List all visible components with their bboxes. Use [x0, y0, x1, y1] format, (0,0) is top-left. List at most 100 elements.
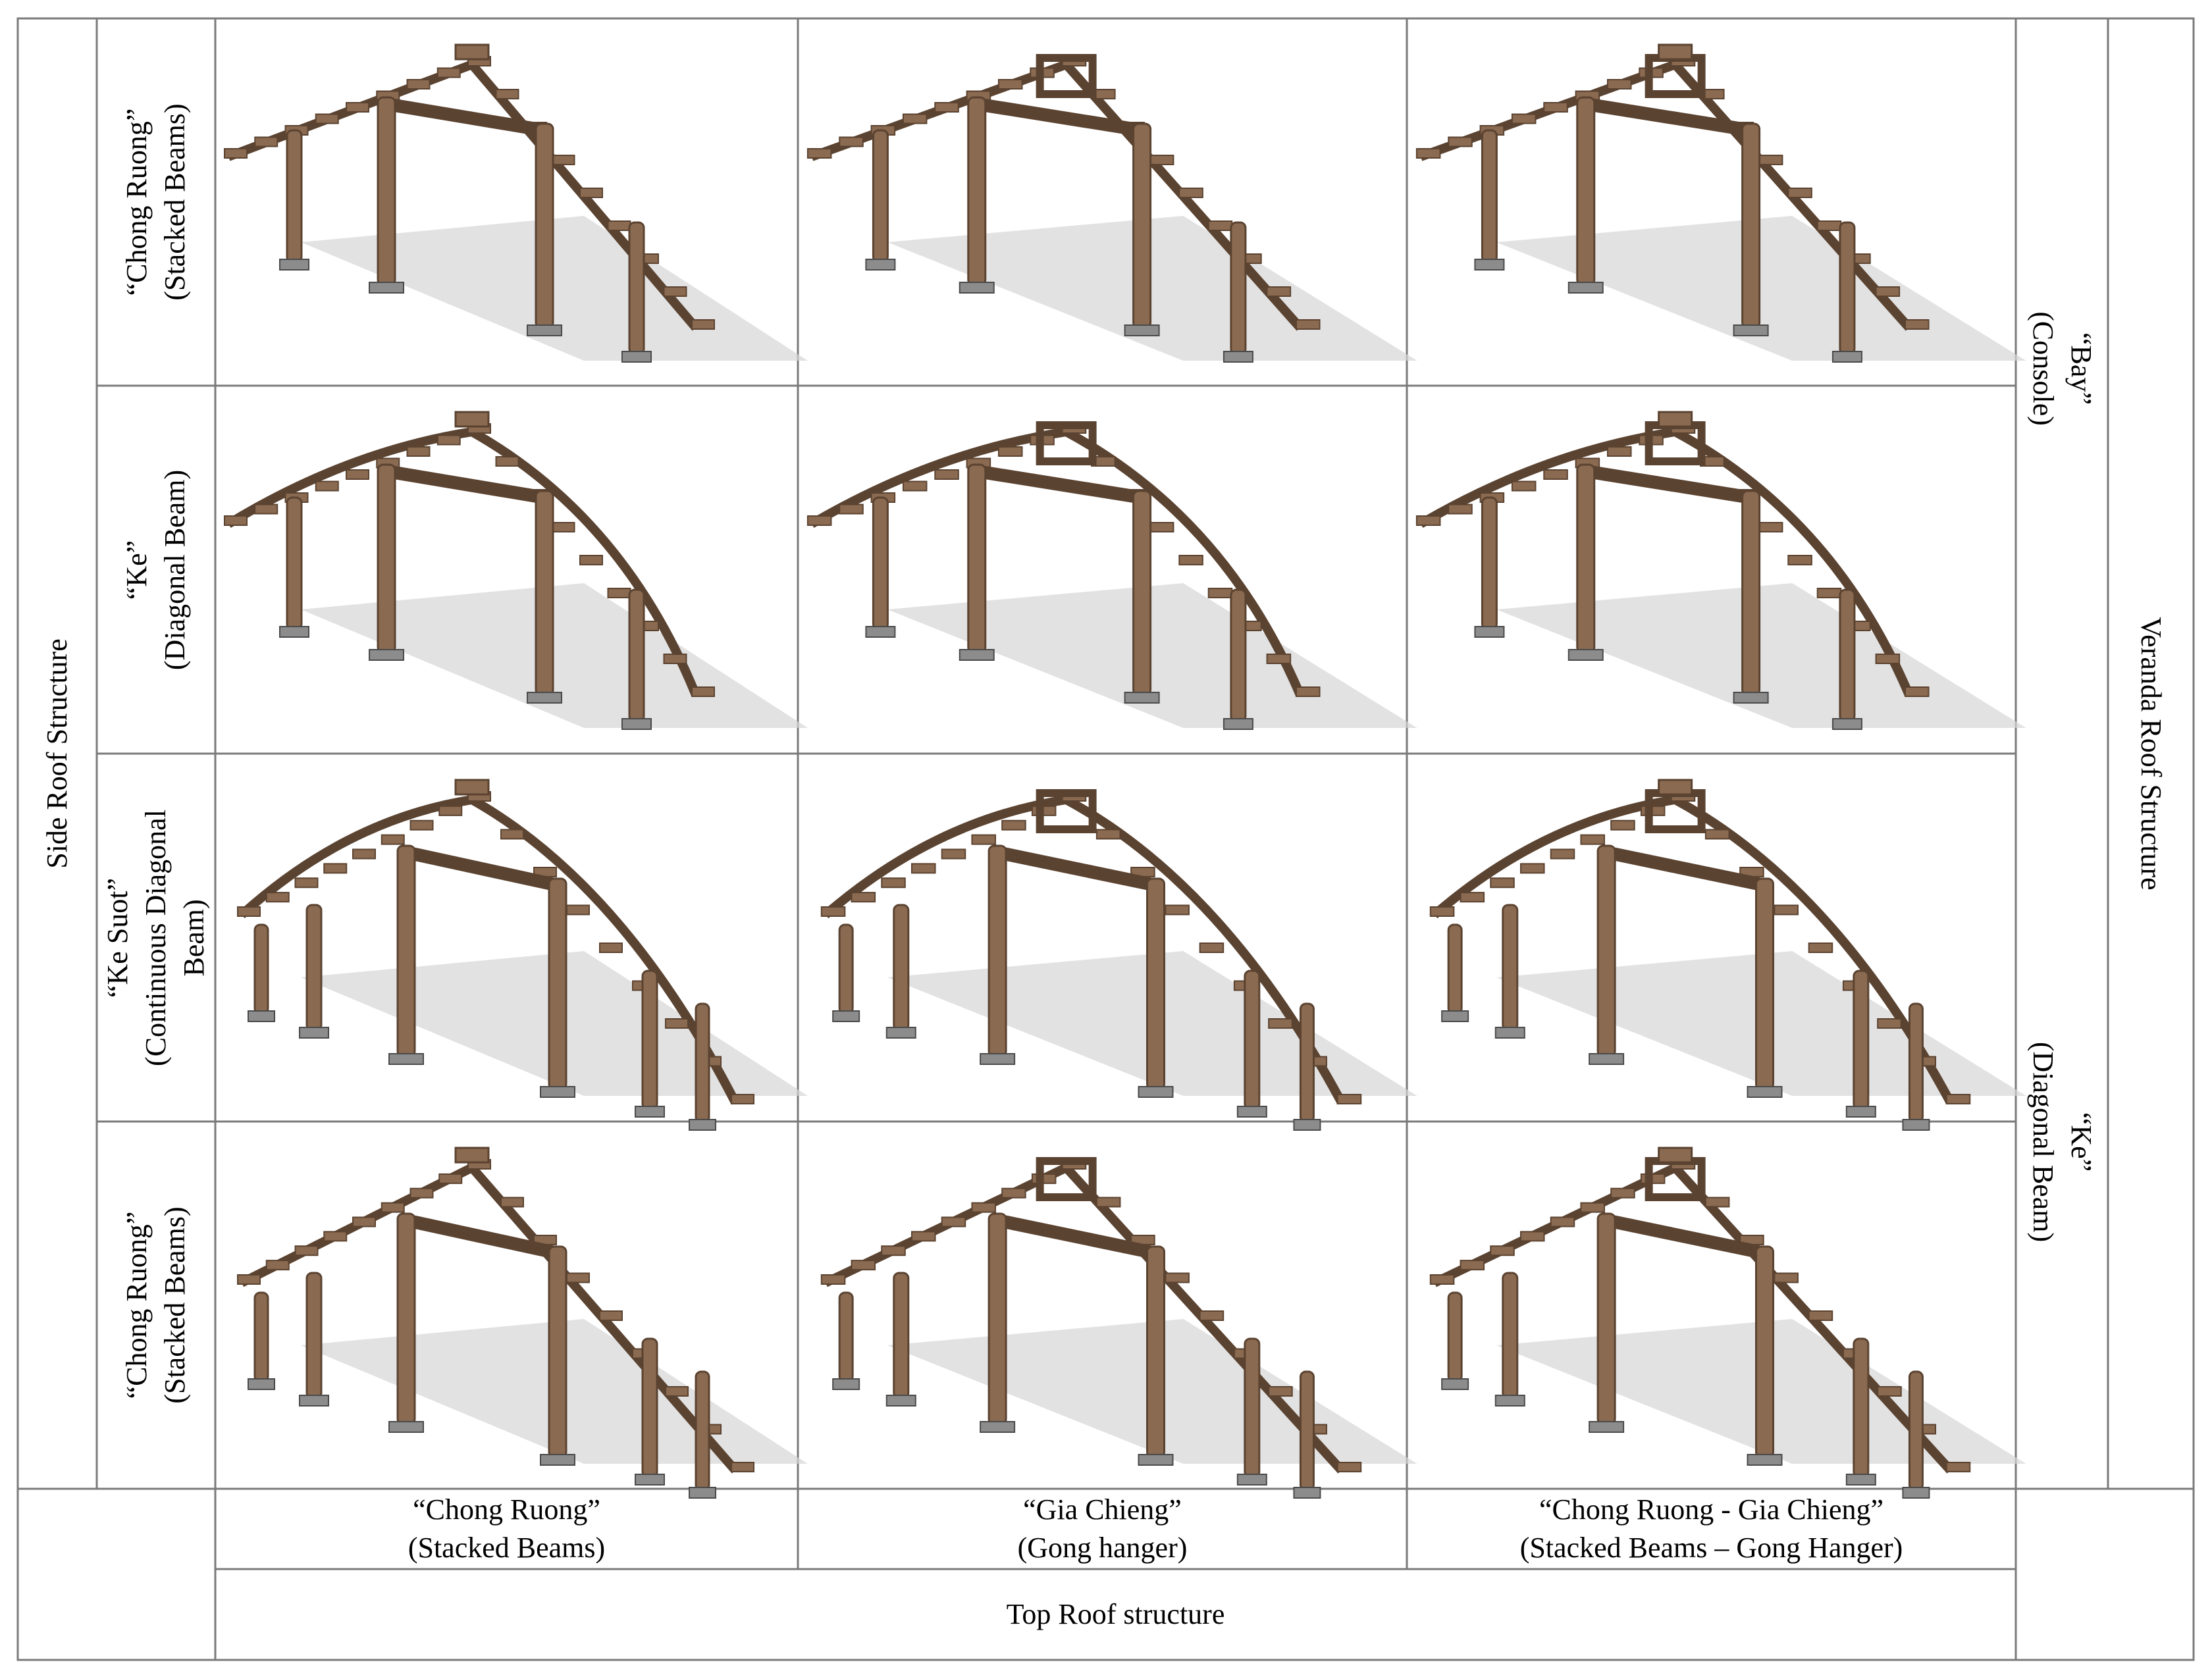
purlin	[1266, 654, 1292, 664]
purlin	[820, 1274, 846, 1285]
purlin	[1787, 188, 1812, 198]
purlin	[902, 480, 928, 492]
purlin	[1580, 834, 1605, 845]
purlin	[997, 79, 1023, 90]
veranda-roof-title: Veranda Roof Structure	[2135, 617, 2167, 891]
purlin	[1490, 1245, 1515, 1256]
post-base	[279, 626, 309, 638]
purlin	[381, 834, 405, 845]
purlin	[599, 943, 623, 953]
row-label-4: “Chong Ruong” (Stacked Beams)	[120, 1206, 191, 1404]
purlin	[1640, 1173, 1666, 1184]
purlin	[1178, 555, 1203, 565]
purlin	[1610, 819, 1635, 831]
purlin	[1816, 220, 1842, 231]
purlin	[1543, 469, 1568, 480]
roof-frame-9	[1429, 779, 2026, 1131]
column-post	[548, 1245, 567, 1459]
purlin	[265, 892, 290, 903]
purlin	[1199, 943, 1224, 953]
purlin	[346, 469, 369, 480]
purlin	[1429, 906, 1455, 917]
purlin	[323, 1231, 348, 1242]
post-base	[388, 1053, 424, 1065]
purlin	[1519, 863, 1545, 874]
purlin	[1207, 588, 1233, 598]
roof-frame-12	[1429, 1147, 2026, 1499]
purlin	[839, 136, 864, 147]
column-post	[988, 1212, 1007, 1426]
post-base	[1138, 1086, 1174, 1098]
purlin	[1774, 904, 1799, 916]
column-post	[377, 96, 396, 286]
purlin	[691, 686, 715, 697]
column-post	[1230, 588, 1247, 723]
purlin	[934, 102, 959, 113]
purlin	[579, 555, 603, 565]
purlin	[323, 863, 348, 874]
column-post	[1481, 129, 1498, 263]
post-base	[1567, 282, 1604, 294]
column-post	[535, 122, 554, 329]
column-post	[1741, 490, 1761, 696]
purlin	[1610, 1187, 1635, 1199]
diagonal-beam-left	[822, 795, 1067, 919]
purlin	[851, 1260, 876, 1271]
post-base	[369, 649, 404, 661]
column-post	[1755, 1245, 1775, 1459]
column-post	[286, 496, 303, 631]
post-base	[540, 1454, 575, 1466]
column-label-3: “Chong Ruong - Gia Chieng” (Stacked Beam…	[1519, 1493, 1903, 1564]
purlin	[1001, 1187, 1026, 1199]
ridge-block	[454, 43, 490, 61]
purlin	[566, 1272, 590, 1283]
purlin	[294, 1245, 319, 1256]
post-base	[1223, 718, 1253, 730]
purlin	[731, 1462, 754, 1472]
purlin	[902, 113, 928, 124]
post-base	[1845, 1106, 1876, 1118]
purlin	[438, 805, 463, 816]
purlin	[599, 1310, 623, 1321]
column-post	[695, 1002, 710, 1124]
purlin	[1904, 319, 1930, 330]
gong-hanger	[1036, 54, 1097, 98]
column-post	[893, 904, 910, 1031]
column-post	[1839, 221, 1856, 355]
post-base	[635, 1474, 665, 1485]
purlin	[1268, 1386, 1293, 1397]
tie-beam	[404, 846, 560, 892]
ridge-block	[1658, 43, 1693, 61]
purlin	[237, 1274, 261, 1285]
column-post	[967, 463, 987, 654]
post-base	[1124, 324, 1160, 336]
ridge-block	[1658, 1147, 1693, 1164]
gong-hanger	[1036, 789, 1097, 833]
column-post	[1146, 1245, 1166, 1459]
purlin	[438, 1173, 463, 1184]
purlin	[436, 67, 461, 78]
column-post	[1502, 904, 1519, 1031]
post-base	[1845, 1474, 1876, 1485]
purlin	[941, 1216, 966, 1227]
purlin	[1519, 1231, 1545, 1242]
column-post	[1132, 490, 1152, 696]
column-post	[548, 877, 567, 1091]
tie-beam	[976, 465, 1144, 504]
column-post	[1853, 1337, 1870, 1478]
purlin	[839, 504, 864, 515]
purlin	[1178, 188, 1203, 198]
purlin	[237, 906, 261, 917]
post-base	[248, 1010, 275, 1022]
purlin	[1149, 155, 1174, 165]
purlin	[551, 155, 575, 165]
purlin	[1606, 446, 1632, 457]
purlin	[352, 848, 376, 860]
column-post	[377, 463, 396, 654]
purlin	[665, 1018, 689, 1029]
top-roof-title: Top Roof structure	[1006, 1598, 1225, 1630]
column-post	[628, 588, 645, 723]
column-post	[1230, 221, 1247, 355]
post-base	[299, 1395, 329, 1407]
column-post	[872, 496, 889, 631]
